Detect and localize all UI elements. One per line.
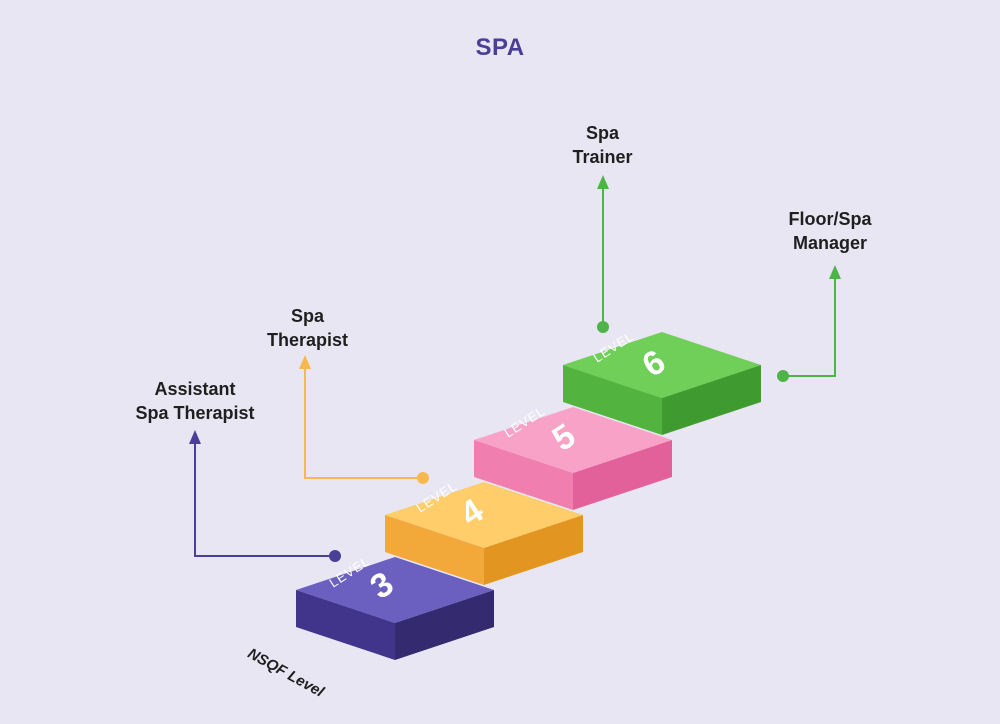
role-line-2: Spa Therapist <box>135 403 255 423</box>
step-level-3: LEVEL 3 <box>296 553 494 660</box>
role-line-1: Spa <box>290 306 324 326</box>
connector-level-4 <box>299 355 429 484</box>
role-floor-spa-manager: Floor/Spa Manager <box>770 207 890 255</box>
role-line-1: Assistant <box>154 379 236 399</box>
role-line-2: Trainer <box>572 147 633 167</box>
connector-manager <box>777 265 841 382</box>
role-spa-trainer: Spa Trainer <box>550 121 655 169</box>
step-level-6: LEVEL 6 <box>563 328 761 435</box>
role-line-2: Therapist <box>266 330 349 350</box>
role-assistant-spa-therapist: Assistant Spa Therapist <box>120 377 270 425</box>
role-line-1: Spa <box>585 123 619 143</box>
step-level-5: LEVEL 5 <box>474 403 672 510</box>
connector-level-6 <box>597 175 609 333</box>
role-line-2: Manager <box>792 233 868 253</box>
role-line-1: Floor/Spa <box>788 209 872 229</box>
connector-level-3 <box>189 430 341 562</box>
role-spa-therapist: Spa Therapist <box>245 304 370 352</box>
diagram-title: SPA <box>475 34 525 61</box>
